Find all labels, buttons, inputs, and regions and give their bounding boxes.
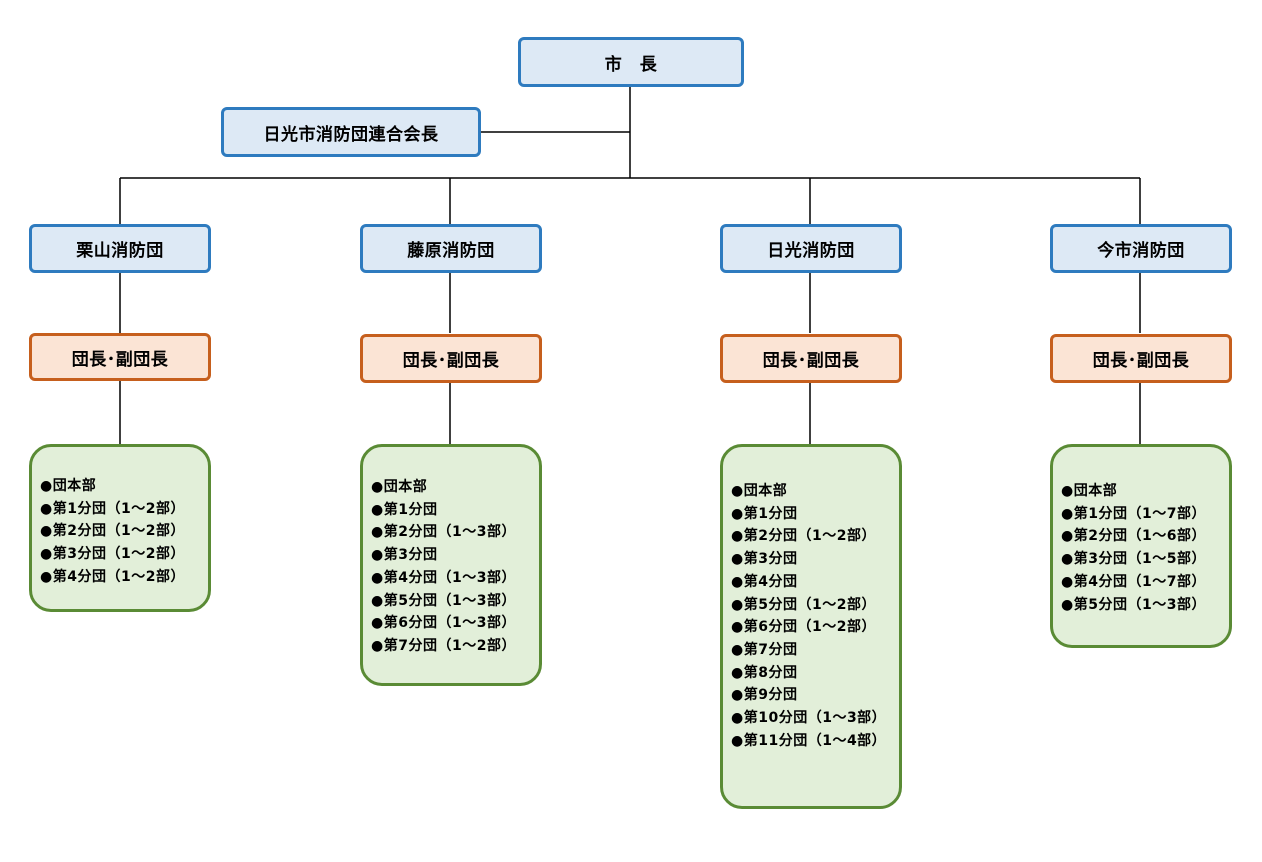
mayor-box: 市 長	[518, 37, 744, 87]
list-item: 第1分団（1～7部）	[1061, 503, 1229, 526]
list-item: 第3分団（1～2部）	[40, 543, 208, 566]
list-item: 第7分団（1～2部）	[371, 635, 539, 658]
federation-chief-label: 日光市消防団連合会長	[263, 124, 439, 145]
leaders-label: 団長･副団長	[402, 351, 500, 371]
list-item: 第6分団（1～3部）	[371, 612, 539, 635]
list-item: 第5分団（1～3部）	[1061, 594, 1229, 617]
list-item: 第9分団	[731, 684, 899, 707]
list-item: 第5分団（1～3部）	[371, 590, 539, 613]
list-item: 第2分団（1～2部）	[40, 520, 208, 543]
list-item: 第4分団（1～3部）	[371, 567, 539, 590]
units-box-fujiwara: 団本部 第1分団 第2分団（1～3部） 第3分団 第4分団（1～3部） 第5分団…	[360, 444, 542, 686]
mayor-label: 市 長	[604, 54, 658, 75]
units-box-kuriyama: 団本部 第1分団（1～2部） 第2分団（1～2部） 第3分団（1～2部） 第4分…	[29, 444, 211, 612]
list-item: 第4分団（1～7部）	[1061, 571, 1229, 594]
list-item: 第1分団（1～2部）	[40, 498, 208, 521]
list-item: 第1分団	[371, 499, 539, 522]
units-box-nikko: 団本部 第1分団 第2分団（1～2部） 第3分団 第4分団 第5分団（1～2部）…	[720, 444, 902, 809]
federation-chief-box: 日光市消防団連合会長	[221, 107, 481, 157]
list-item: 団本部	[1061, 480, 1229, 503]
list-item: 第11分団（1～4部）	[731, 730, 899, 753]
leaders-box-kuriyama: 団長･副団長	[29, 333, 211, 381]
units-box-imaichi: 団本部 第1分団（1～7部） 第2分団（1～6部） 第3分団（1～5部） 第4分…	[1050, 444, 1232, 648]
brigade-name: 栗山消防団	[76, 241, 164, 261]
list-item: 第4分団	[731, 571, 899, 594]
list-item: 第4分団（1～2部）	[40, 566, 208, 589]
leaders-label: 団長･副団長	[762, 351, 860, 371]
brigade-box-kuriyama: 栗山消防団	[29, 224, 211, 273]
list-item: 団本部	[371, 476, 539, 499]
list-item: 第7分団	[731, 639, 899, 662]
units-list: 団本部 第1分団 第2分団（1～3部） 第3分団 第4分団（1～3部） 第5分団…	[371, 476, 539, 658]
leaders-box-fujiwara: 団長･副団長	[360, 334, 542, 383]
brigade-box-nikko: 日光消防団	[720, 224, 902, 273]
list-item: 第2分団（1～6部）	[1061, 525, 1229, 548]
list-item: 第5分団（1～2部）	[731, 594, 899, 617]
list-item: 第3分団	[371, 544, 539, 567]
list-item: 団本部	[731, 480, 899, 503]
list-item: 第3分団	[731, 548, 899, 571]
units-list: 団本部 第1分団（1～7部） 第2分団（1～6部） 第3分団（1～5部） 第4分…	[1061, 480, 1229, 616]
brigade-box-imaichi: 今市消防団	[1050, 224, 1232, 273]
units-list: 団本部 第1分団 第2分団（1～2部） 第3分団 第4分団 第5分団（1～2部）…	[731, 480, 899, 752]
brigade-name: 今市消防団	[1097, 241, 1185, 261]
leaders-box-imaichi: 団長･副団長	[1050, 334, 1232, 383]
brigade-name: 藤原消防団	[407, 241, 495, 261]
list-item: 第3分団（1～5部）	[1061, 548, 1229, 571]
leaders-box-nikko: 団長･副団長	[720, 334, 902, 383]
units-list: 団本部 第1分団（1～2部） 第2分団（1～2部） 第3分団（1～2部） 第4分…	[40, 475, 208, 589]
brigade-name: 日光消防団	[767, 241, 855, 261]
list-item: 第6分団（1～2部）	[731, 616, 899, 639]
list-item: 第8分団	[731, 662, 899, 685]
list-item: 第10分団（1～3部）	[731, 707, 899, 730]
leaders-label: 団長･副団長	[71, 349, 169, 370]
brigade-box-fujiwara: 藤原消防団	[360, 224, 542, 273]
list-item: 第2分団（1～2部）	[731, 525, 899, 548]
leaders-label: 団長･副団長	[1092, 351, 1190, 371]
list-item: 第1分団	[731, 503, 899, 526]
list-item: 第2分団（1～3部）	[371, 521, 539, 544]
list-item: 団本部	[40, 475, 208, 498]
